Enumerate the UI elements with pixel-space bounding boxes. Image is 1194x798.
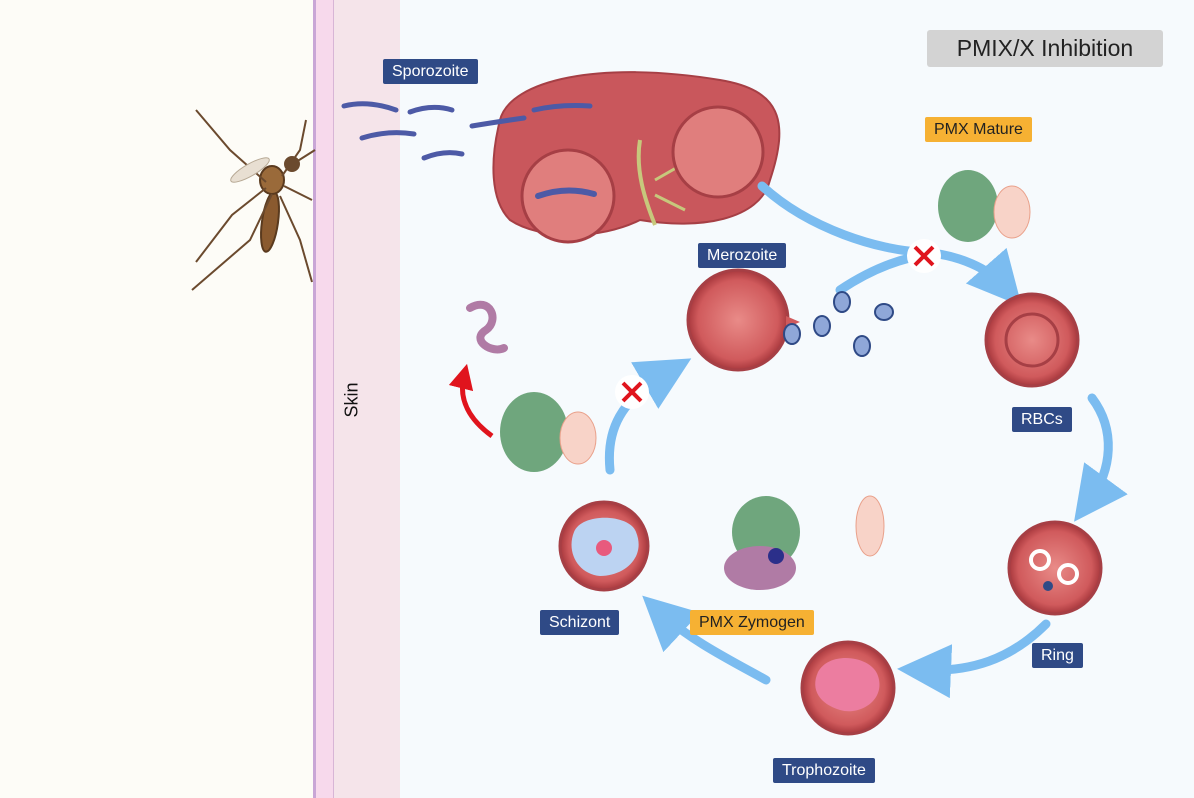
schizont-cell <box>558 500 650 592</box>
rbc-cell <box>984 292 1080 388</box>
page-title: PMIX/X Inhibition <box>927 30 1163 67</box>
protein-mature-icon <box>938 170 1031 242</box>
liver-zoom-circle-left <box>520 148 616 244</box>
skin-label: Skin <box>341 382 362 418</box>
skin-edge-line <box>313 0 316 798</box>
lifecycle-arrows <box>604 181 1128 699</box>
liver-zoom-circle-right <box>671 105 765 199</box>
inhibition-mark-left <box>615 375 649 409</box>
inhibition-mark-top <box>907 239 941 273</box>
inhibitor-molecule-icon <box>855 495 885 557</box>
background-left <box>0 0 316 798</box>
label-merozoite: Merozoite <box>698 243 787 268</box>
ring-cell <box>1007 520 1103 616</box>
protein-cleaved-icon <box>500 392 597 472</box>
label-pmx-mature: PMX Mature <box>925 117 1032 142</box>
cleavage-arrow <box>448 363 494 439</box>
merozoite-cell <box>686 268 800 372</box>
propeptide-fragment-icon <box>466 300 508 354</box>
skin-inner-line <box>333 0 334 798</box>
trophozoite-cell <box>800 640 896 736</box>
label-rbcs: RBCs <box>1012 407 1072 432</box>
label-trophozoite: Trophozoite <box>773 758 875 783</box>
label-schizont: Schizont <box>540 610 620 635</box>
label-ring: Ring <box>1032 643 1083 668</box>
sporozoite-icons <box>341 101 593 161</box>
label-sporozoite: Sporozoite <box>383 59 478 84</box>
released-merozoites <box>783 291 894 357</box>
label-pmx-zymogen: PMX Zymogen <box>690 610 814 635</box>
mosquito-icon <box>191 109 316 291</box>
protein-zymogen-icon <box>724 496 800 590</box>
